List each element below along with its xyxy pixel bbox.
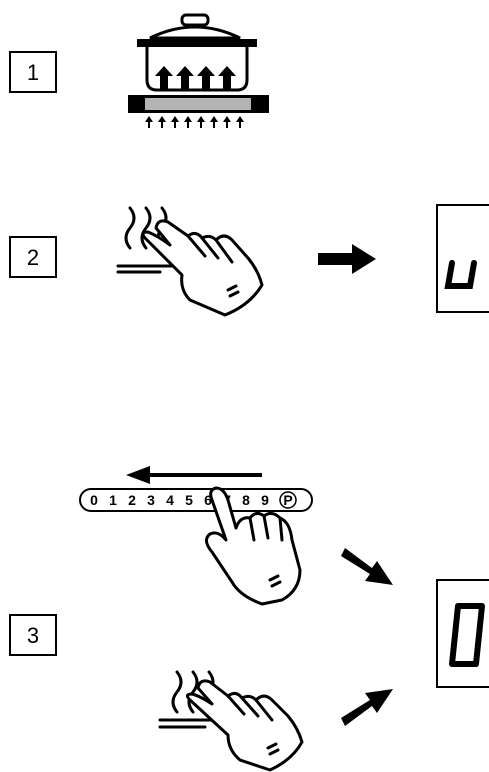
arrow-icon [341, 689, 393, 726]
scale-label-6: 6 [204, 492, 212, 508]
arrow-icon [318, 244, 376, 274]
scale-label-2: 2 [128, 492, 136, 508]
step-1: 1 [9, 13, 269, 128]
hand-touch-icon [205, 486, 302, 606]
scale-label-p: P [283, 492, 292, 508]
power-scale: 0 1 2 3 4 5 6 7 8 9 P [79, 488, 313, 512]
step-2-box [9, 236, 57, 278]
step-3: 3 0 1 2 3 4 5 6 7 8 9 P [9, 466, 489, 772]
step-2-number: 2 [27, 245, 39, 270]
step-1-box [9, 51, 57, 93]
scale-label-8: 8 [242, 492, 250, 508]
scale-label-0: 0 [90, 492, 98, 508]
hand-touch-icon [158, 679, 304, 772]
scale-label-3: 3 [147, 492, 155, 508]
display-symbol-u [444, 260, 477, 289]
step-3-box [9, 614, 57, 656]
slide-left-arrow-icon [126, 466, 262, 484]
display-symbol-0 [449, 603, 485, 667]
seven-segment-display-icon: u [436, 204, 489, 313]
step-2: 2 u [9, 204, 489, 317]
step-1-number: 1 [27, 60, 39, 85]
step-3-number: 3 [27, 623, 39, 648]
arrow-icon [341, 548, 393, 585]
scale-label-1: 1 [109, 492, 117, 508]
seven-segment-display-icon: 0 [436, 579, 489, 688]
hand-touch-icon [116, 219, 264, 317]
scale-label-5: 5 [185, 492, 193, 508]
scale-label-9: 9 [261, 492, 269, 508]
scale-label-4: 4 [166, 492, 174, 508]
pot-on-hob-icon [128, 13, 269, 128]
